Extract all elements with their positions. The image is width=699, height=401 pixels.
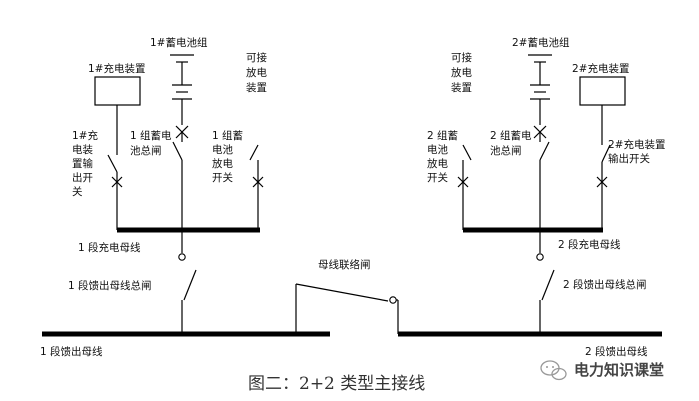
battery-2-discharge-label-line: 电池: [427, 143, 448, 156]
battery-2-symbol: [528, 54, 552, 125]
charger-1-switch-label-line: 出开: [72, 171, 93, 184]
portable-1-label-line: 放电: [246, 66, 267, 79]
portable-2-label-line: 放电: [451, 66, 472, 79]
battery-2-discharge-label-line: 开关: [427, 171, 448, 184]
charger-2-switch-label: 2#充电装置输出开关: [608, 138, 665, 165]
battery-2-discharge-label-line: 2 组蓄: [427, 129, 458, 142]
figure-caption: 图二：2+2 类型主接线: [248, 374, 425, 394]
charger-1-switch-label: 1#充电装置输出开关: [72, 129, 98, 198]
battery-2-label: 2#蓄电池组: [512, 36, 570, 49]
charger-1-switch-label-line: 电装: [72, 143, 93, 156]
tie-switch: [295, 283, 389, 302]
battery-1-discharge-label: 1 组蓄电池放电开关: [212, 129, 243, 184]
portable-2-label-line: 可接: [451, 51, 472, 64]
charger-2-switch-label-line: 输出开关: [608, 152, 650, 165]
charger-1-switch-label-line: 关: [72, 185, 83, 198]
battery-1-discharge-label-line: 1 组蓄: [212, 129, 243, 142]
charge-bus-2-label: 2 段充电母线: [558, 238, 621, 251]
battery-1-main-label-line: 1 组蓄电: [130, 129, 172, 142]
portable-1-label-line: 可接: [246, 51, 267, 64]
battery-1-main-label-line: 池总闸: [130, 144, 162, 157]
battery-2-main-switch: [539, 141, 550, 161]
battery-2-discharge-switch: [462, 144, 472, 161]
portable-2-label-line: 装置: [451, 81, 472, 94]
wechat-icon: [540, 360, 567, 381]
tie-switch-label: 母线联络闸: [318, 258, 371, 271]
battery-1-discharge-label-line: 开关: [212, 171, 233, 184]
portable-1-label-line: 装置: [246, 81, 267, 94]
watermark-text: 电力知识课堂: [574, 361, 664, 379]
battery-1-discharge-switch: [249, 144, 259, 161]
battery-1-discharge-label-line: 电池: [212, 143, 233, 156]
feeder-bus-2-label: 2 段馈出母线: [585, 345, 648, 358]
charger-2-switch-label-line: 2#充电装置: [608, 138, 665, 151]
feeder-main-1-label: 1 段馈出母线总闸: [68, 279, 152, 292]
watermark: 电力知识课堂: [540, 360, 664, 381]
feeder-main-1-switch: [183, 269, 197, 301]
battery-2-discharge-label: 2 组蓄电池放电开关: [427, 129, 458, 184]
battery-2-discharge-label-line: 放电: [427, 157, 448, 170]
feeder-main-2-switch: [541, 269, 555, 301]
charger-1-label: 1#充电装置: [88, 62, 145, 75]
battery-1-main-switch: [172, 141, 183, 161]
battery-1-discharge-label-line: 放电: [212, 157, 233, 170]
portable-1-label: 可接放电装置: [246, 51, 267, 94]
charger-1-switch: [107, 154, 118, 173]
feeder-main-2-label: 2 段馈出母线总闸: [563, 278, 647, 291]
charger-1-switch-label-line: 置输: [72, 157, 93, 170]
battery-2-main-label-line: 2 组蓄电: [490, 129, 532, 142]
charger-1-box: [94, 76, 141, 106]
portable-2-label: 可接放电装置: [451, 51, 472, 94]
charger-2-label: 2#充电装置: [572, 62, 629, 75]
battery-1-symbol: [170, 54, 194, 125]
battery-2-main-label: 2 组蓄电池总闸: [490, 129, 532, 157]
charger-2-switch: [601, 144, 611, 163]
charger-2-box: [579, 76, 626, 106]
battery-2-main-label-line: 池总闸: [490, 144, 522, 157]
feeder-bus-1-label: 1 段馈出母线: [40, 345, 103, 358]
charge-bus-1-label: 1 段充电母线: [78, 241, 141, 254]
charger-1-switch-label-line: 1#充: [72, 129, 98, 142]
battery-1-main-label: 1 组蓄电池总闸: [130, 129, 172, 157]
battery-1-label: 1#蓄电池组: [150, 36, 208, 49]
